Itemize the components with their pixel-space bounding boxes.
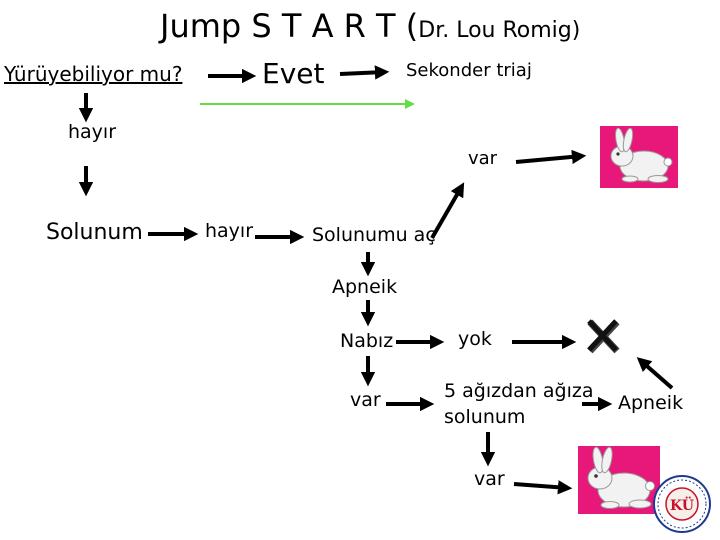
node-hayir-1: hayır	[68, 121, 117, 143]
node-hayir-2: hayır	[205, 220, 254, 242]
node-yuruyebiliyor: Yürüyebiliyor mu?	[4, 62, 183, 86]
node-solunum: Solunum	[46, 220, 143, 245]
node-solunumu-ac: Solunumu aç	[312, 224, 436, 246]
arrow-solunumuac-var	[430, 182, 465, 239]
node-5-agizdan-line1: 5 ağızdan ağıza	[444, 380, 594, 402]
node-sekonder-triaj: Sekonder triaj	[406, 60, 532, 81]
university-seal-icon: KÜ	[653, 475, 711, 533]
node-var-bottom: var	[474, 468, 505, 490]
rabbit-icon-bottom	[578, 446, 660, 514]
arrow-evet-sekonder	[339, 65, 390, 80]
node-5-agizdan-line2: solunum	[444, 406, 526, 428]
node-yok: yok	[458, 328, 492, 350]
arrow-var-rabbit-top	[515, 149, 587, 165]
node-evet: Evet	[262, 57, 325, 90]
seal-text: KÜ	[670, 495, 694, 514]
node-var-top: var	[468, 148, 498, 169]
arrow-apneik-x	[636, 357, 674, 390]
title-author: Dr. Lou Romig)	[418, 18, 581, 43]
node-nabiz: Nabız	[340, 330, 394, 352]
rabbit-icon	[600, 126, 678, 188]
node-apneik-2: Apneik	[618, 392, 684, 414]
arrow-var-rabbit-bottom	[513, 480, 573, 495]
node-var-nabiz: var	[350, 389, 381, 411]
dead-x-icon	[587, 319, 620, 354]
title-main: Jump S T A R T (	[160, 7, 419, 45]
page-title: Jump S T A R T (Dr. Lou Romig)	[160, 10, 580, 42]
node-apneik-1: Apneik	[332, 276, 398, 298]
